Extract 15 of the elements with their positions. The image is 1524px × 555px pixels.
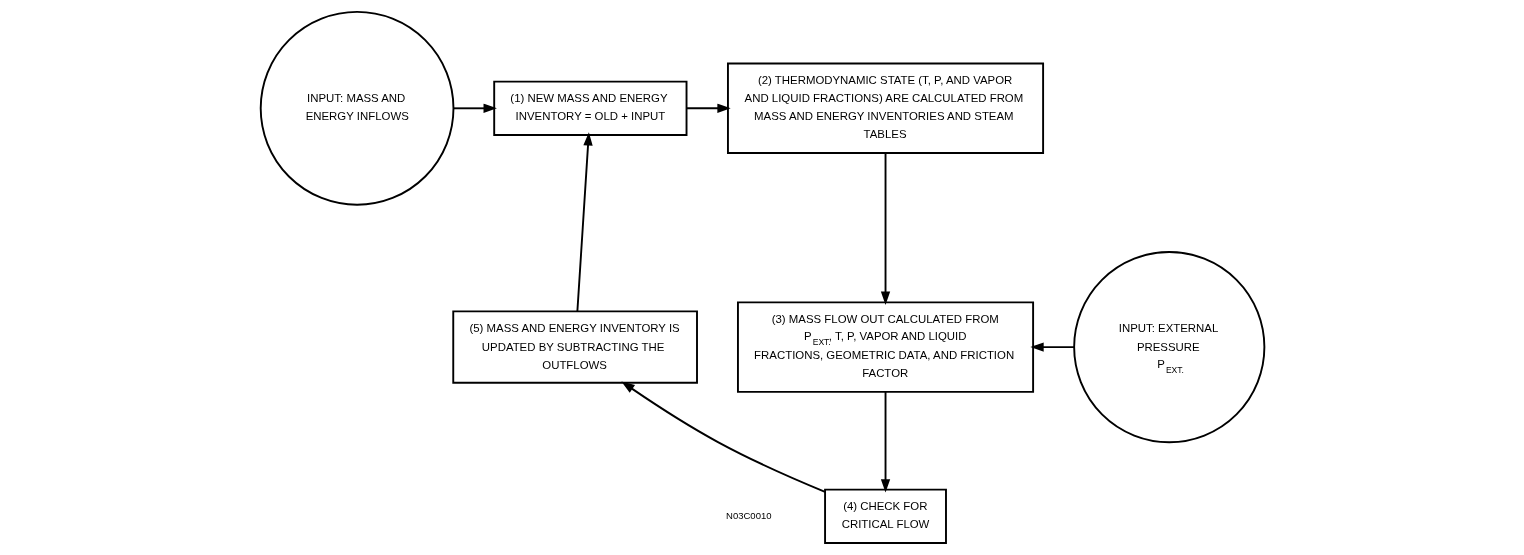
label: N03C0010 (725, 509, 772, 521)
arrow (452, 103, 497, 113)
arrow (880, 391, 890, 493)
arrow (880, 152, 890, 305)
node-circle: INPUT: MASS AND ENERGY INFLOWS (259, 10, 454, 206)
node-box: (2) THERMODYNAMIC STATE (T, P, AND VAPOR AND LIQUID FRACTIONS) ARE CALCULATED FROM MASS AND ENERGY INVENTORIES AND STEAM TABLES (726, 62, 1044, 154)
node-box: (5) MASS AND ENERGY INVENTORY IS UPDATED BY SUBTRACTING THE OUTFLOWS (451, 310, 698, 384)
arrow (620, 381, 826, 493)
node-box: (1) NEW MASS AND ENERGY INVENTORY = OLD + INPUT (492, 80, 687, 136)
arrow (575, 132, 593, 313)
arrow (1029, 342, 1075, 352)
node-box: (3) MASS FLOW OUT CALCULATED FROM P$_{EXT.}$, T, P, VAPOR AND LIQUID FRACTIONS, GEOMETRIC DATA, AND FRICTION FACTOR (736, 301, 1034, 393)
node-circle: INPUT: EXTERNAL PRESSURE P$_{EXT.}$ (1072, 251, 1265, 444)
node-box: (4) CHECK FOR CRITICAL FLOW (823, 488, 947, 544)
arrow (685, 103, 731, 113)
